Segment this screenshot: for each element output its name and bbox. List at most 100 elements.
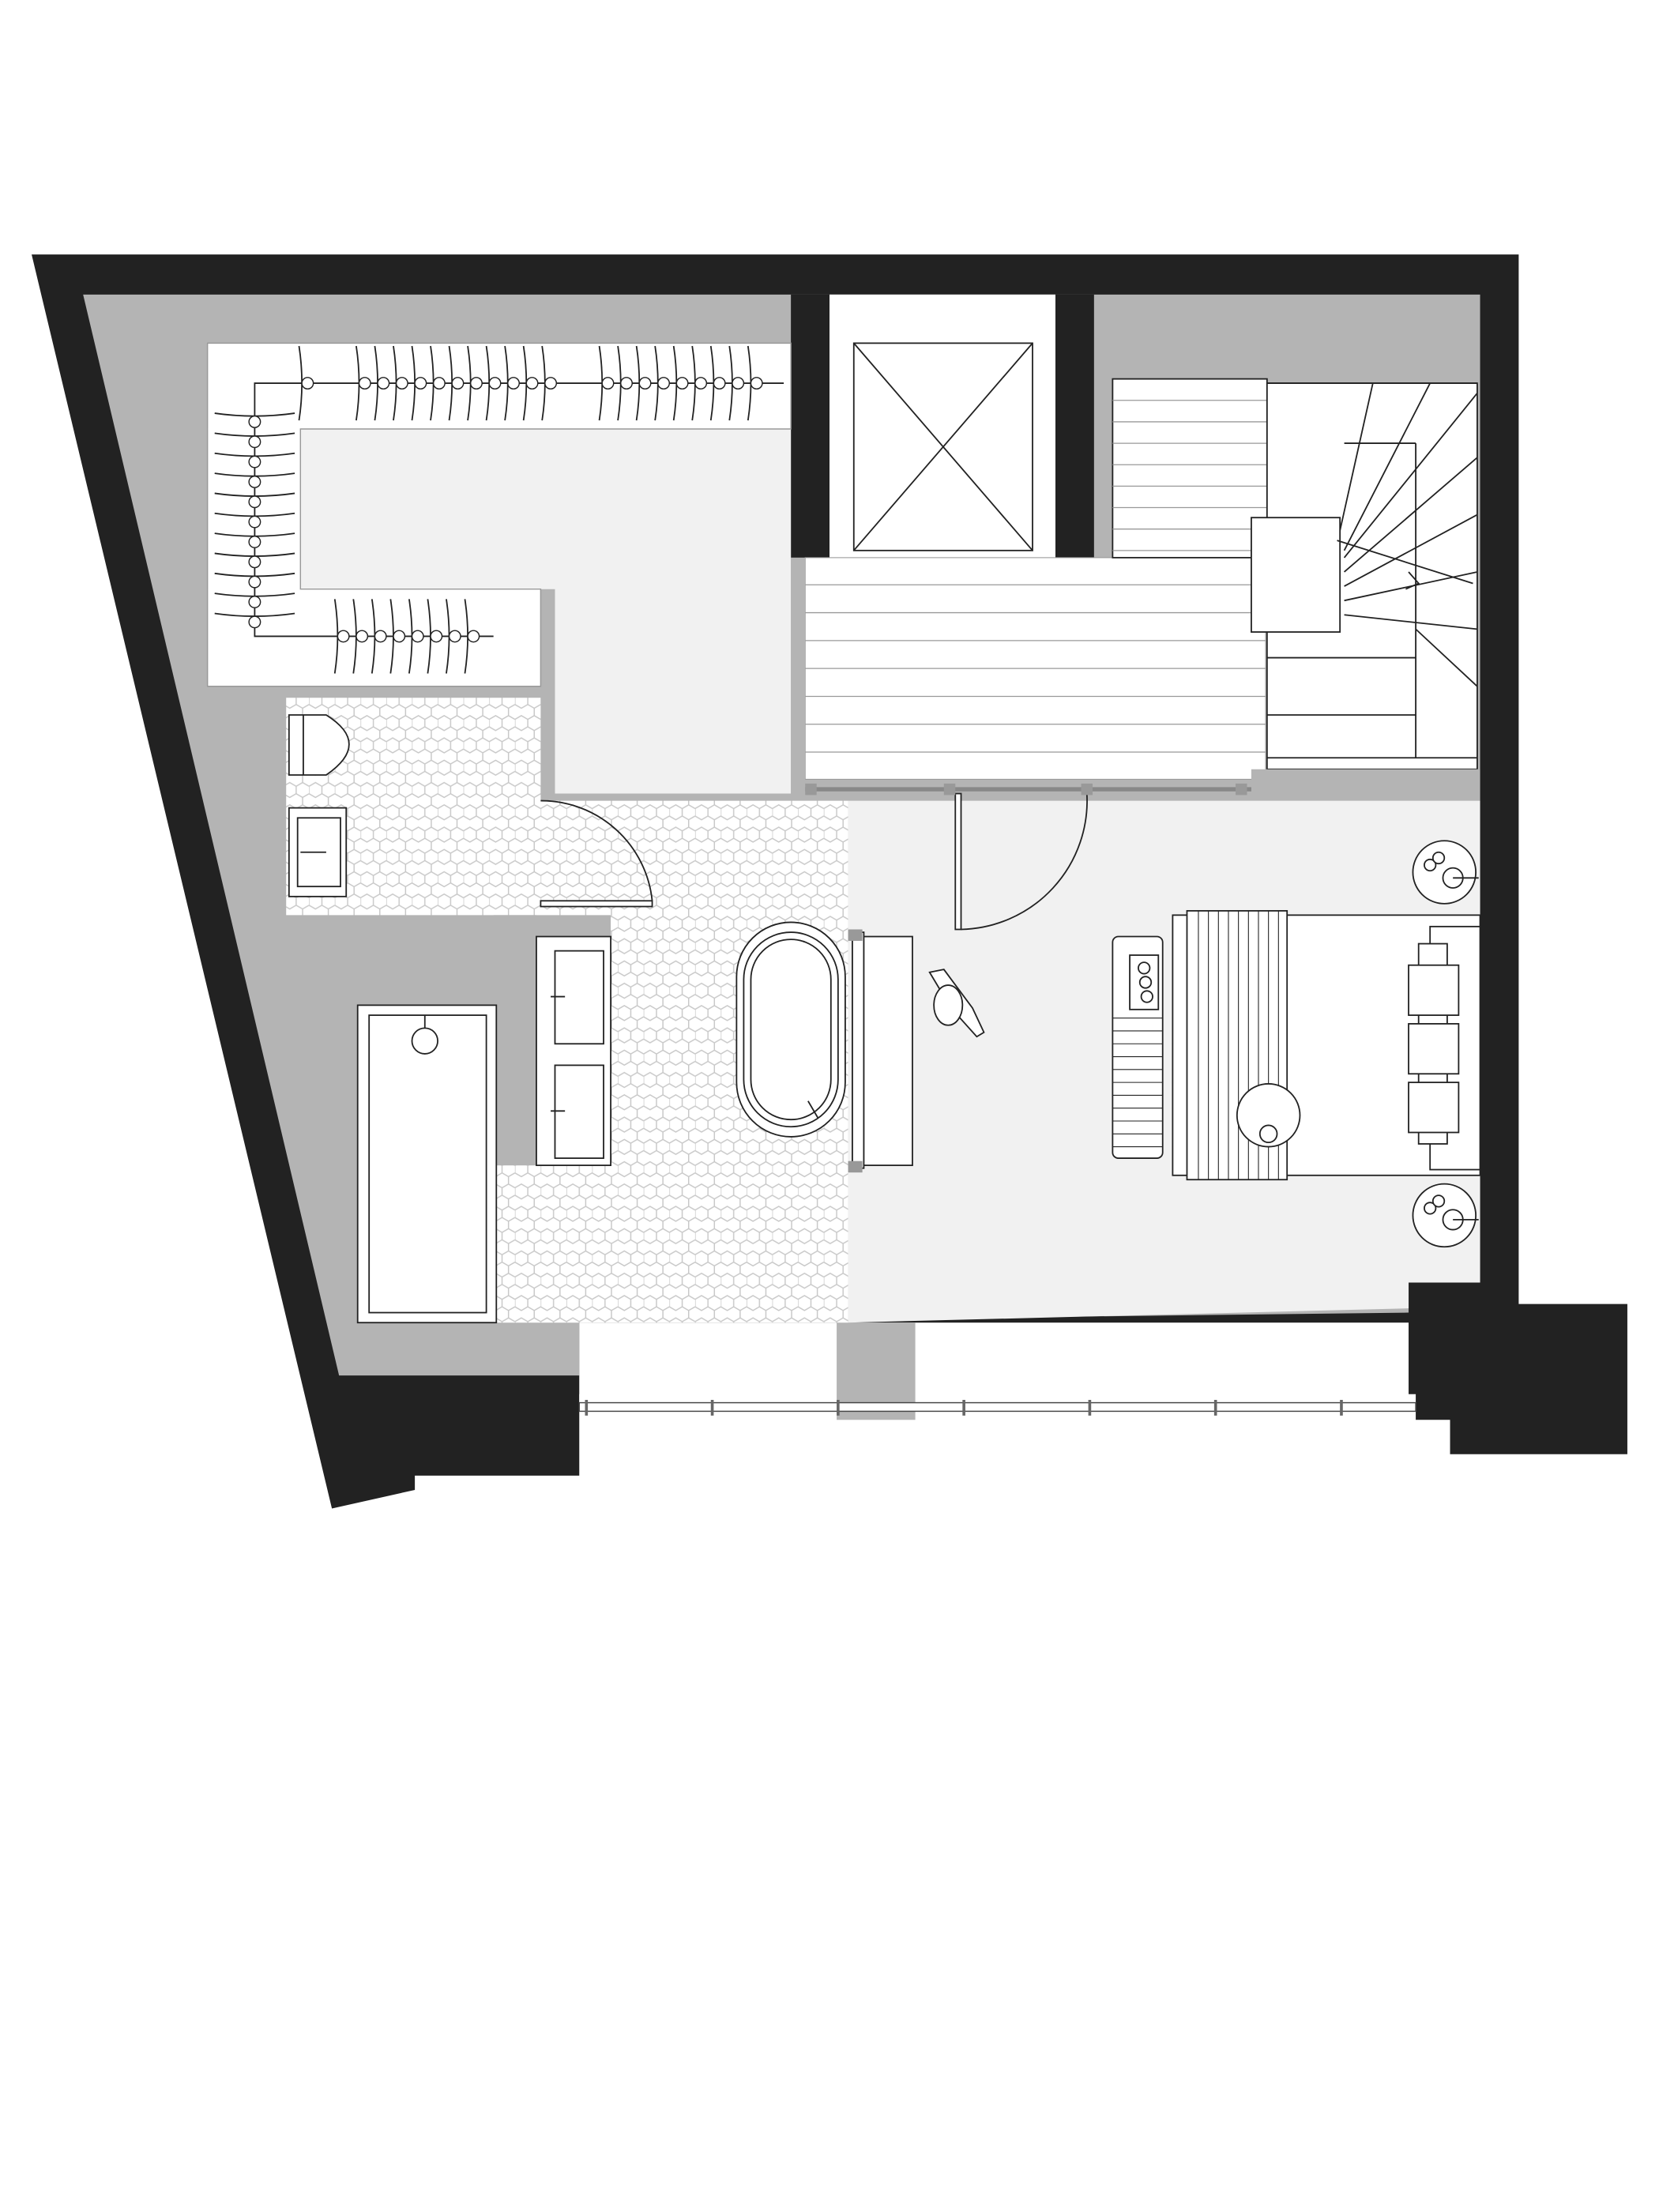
hanger-icon: [214, 572, 295, 589]
hanger-hook: [469, 377, 483, 390]
hanger-icon: [485, 345, 502, 421]
hanger-icon: [464, 599, 480, 674]
hanger-hook: [395, 377, 408, 390]
hanger-hook: [750, 377, 763, 390]
hanger-hook: [356, 630, 369, 643]
hanger-icon: [747, 345, 763, 421]
hanger-hook: [488, 377, 502, 390]
hangers: [214, 345, 763, 674]
hanger-icon: [448, 345, 465, 421]
hanger-icon: [214, 592, 295, 608]
hanger-icon: [522, 345, 539, 421]
hanger-hook: [248, 536, 261, 548]
hanger-icon: [408, 599, 424, 674]
hanger-hook: [732, 377, 745, 390]
hanger-hook: [358, 377, 371, 390]
hanger-icon: [214, 492, 295, 509]
hanger-hook: [451, 377, 465, 390]
hanger-icon: [635, 345, 652, 421]
toilet: [288, 714, 350, 776]
bed: [1172, 910, 1481, 1181]
hanger-icon: [672, 345, 689, 421]
hanger-icon: [598, 345, 615, 421]
hanger-hook: [430, 630, 443, 643]
hanger-hook: [374, 630, 387, 643]
hanger-icon: [214, 532, 295, 548]
balcony: [579, 1322, 1409, 1412]
hanger-icon: [446, 599, 461, 674]
hanger-hook: [301, 377, 314, 390]
bathroom-tile-floor: [286, 698, 848, 1323]
nightstand-top: [1412, 840, 1479, 905]
hanger-icon: [393, 345, 408, 421]
hanger-icon: [691, 345, 708, 421]
hanger-hook: [337, 630, 350, 643]
hanger-hook: [248, 435, 261, 449]
hanger-icon: [356, 345, 371, 421]
hanger-hook: [248, 455, 261, 468]
hanger-hook: [657, 377, 671, 390]
hanger-hook: [638, 377, 652, 390]
elevator-icon: [852, 342, 1033, 551]
hanger-hook: [620, 377, 633, 390]
hanger-hook: [248, 515, 261, 529]
door-bedroom[interactable]: [805, 783, 1247, 931]
hanger-icon: [214, 512, 295, 529]
hanger-icon: [214, 452, 295, 468]
hanger-hook: [248, 495, 261, 509]
hanger-icon: [371, 599, 387, 674]
hanger-icon: [214, 432, 295, 449]
hanger-hook: [675, 377, 689, 390]
hanger-icon: [374, 345, 390, 421]
double-vanity: [536, 935, 611, 1167]
hanger-hook: [467, 630, 480, 643]
hanger-icon: [214, 552, 295, 569]
hanger-hook: [411, 630, 424, 643]
hanger-icon: [504, 345, 520, 421]
bench-rug: [1112, 935, 1164, 1159]
hanger-icon: [214, 472, 295, 488]
hanger-hook: [601, 377, 615, 390]
hanger-hook: [248, 596, 261, 608]
hanger-icon: [709, 345, 726, 421]
hanger-icon: [617, 345, 633, 421]
hanger-icon: [389, 599, 406, 674]
hanger-icon: [214, 412, 295, 428]
pillow: [1408, 964, 1460, 1016]
door-bathroom[interactable]: [540, 799, 653, 908]
hanger-icon: [333, 599, 350, 674]
chair: [928, 969, 985, 1038]
nightstand-bottom: [1412, 1183, 1479, 1248]
hanger-hook: [377, 377, 390, 390]
hanger-hook: [432, 377, 446, 390]
wardrobe-floor: [300, 428, 792, 794]
shaft-wall-right: [1055, 294, 1094, 558]
staircase: [1112, 378, 1480, 801]
pillow: [1408, 1023, 1460, 1075]
hanger-hook: [248, 615, 261, 629]
hanger-icon: [728, 345, 745, 421]
hanger-hook: [525, 377, 539, 390]
hanger-hook: [393, 630, 406, 643]
hanger-icon: [541, 345, 558, 421]
window-rail: [578, 1399, 1416, 1416]
hallway-planks: [805, 584, 1266, 753]
bathtub: [356, 1004, 498, 1324]
hanger-hook: [713, 377, 726, 390]
hanger-icon: [430, 345, 446, 421]
hanger-icon: [427, 599, 443, 674]
hanger-icon: [298, 345, 314, 421]
hanger-hook: [248, 555, 261, 569]
freestanding-bathtub: [735, 921, 846, 1138]
hanger-icon: [352, 599, 369, 674]
hanger-hook: [448, 630, 461, 643]
hanger-hook: [694, 377, 708, 390]
bathroom-wall: [493, 915, 536, 1166]
wash-basin: [288, 807, 348, 897]
hall-edge: [791, 557, 806, 794]
hanger-icon: [467, 345, 483, 421]
hanger-icon: [411, 345, 427, 421]
pillow: [1408, 1082, 1460, 1134]
hanger-hook: [544, 377, 558, 390]
tray: [1236, 1083, 1301, 1148]
